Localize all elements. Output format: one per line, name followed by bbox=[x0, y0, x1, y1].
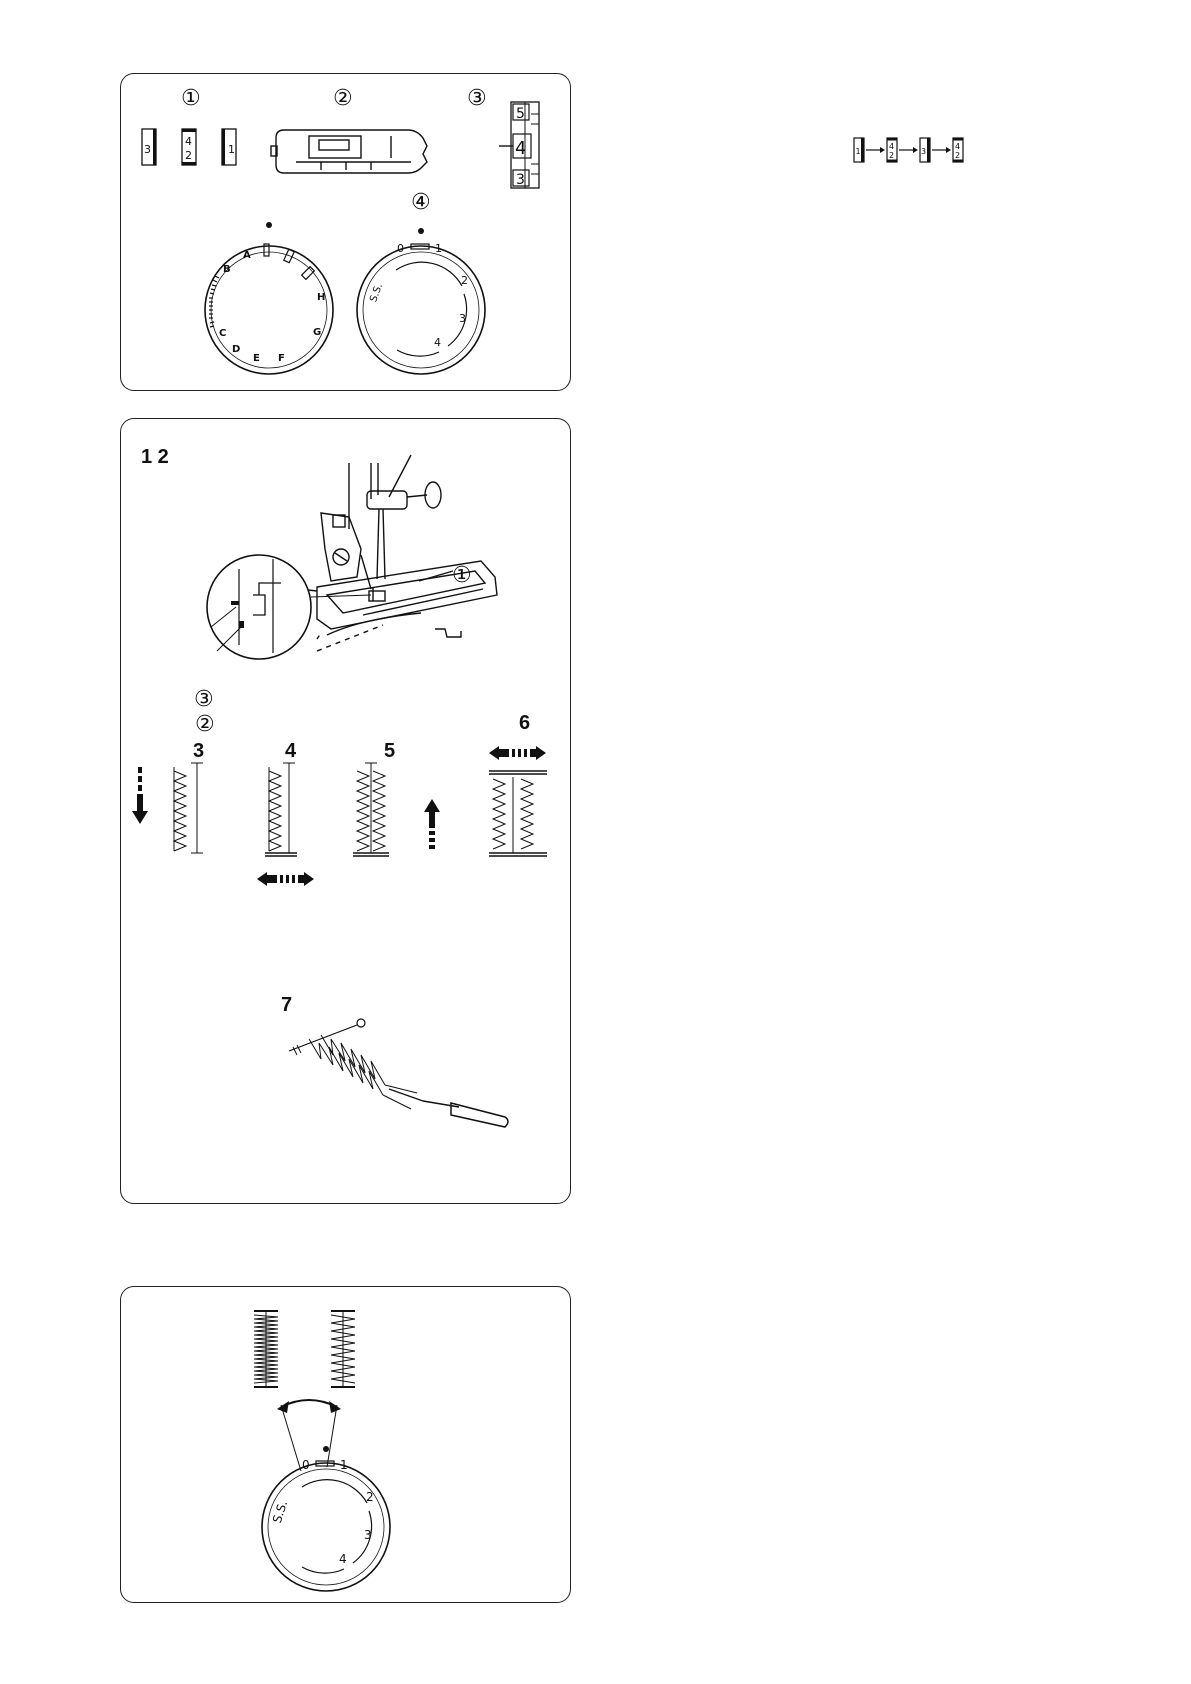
svg-text:1: 1 bbox=[340, 1458, 348, 1472]
svg-text:5: 5 bbox=[516, 106, 525, 122]
balance-illustration: 0 1 2 3 4 S.S. bbox=[253, 1310, 391, 1592]
svg-text:2: 2 bbox=[955, 151, 960, 160]
step-6-label: 6 bbox=[519, 712, 531, 734]
callout-marker: ③ bbox=[194, 687, 214, 712]
callout-guide: ② bbox=[195, 712, 215, 737]
svg-text:G: G bbox=[313, 327, 321, 338]
pattern-selector-dial: A B C D E F G H bbox=[204, 222, 334, 375]
buttonhole-foot-topview bbox=[270, 129, 428, 174]
sequence-step-4-2-final: 4 2 bbox=[952, 137, 964, 163]
stitch-length-dial: 0 1 2 3 4 S.S. bbox=[356, 228, 486, 375]
svg-text:0: 0 bbox=[397, 242, 404, 255]
svg-text:3: 3 bbox=[516, 172, 525, 188]
step-4-label: 4 bbox=[285, 740, 297, 762]
svg-text:1: 1 bbox=[228, 143, 235, 156]
svg-text:E: E bbox=[253, 353, 260, 364]
svg-text:A: A bbox=[243, 250, 251, 261]
callout-2: ② bbox=[333, 86, 353, 111]
svg-text:3: 3 bbox=[921, 147, 926, 156]
step-5-label: 5 bbox=[384, 740, 396, 762]
svg-text:3: 3 bbox=[459, 312, 466, 325]
svg-text:4: 4 bbox=[185, 135, 192, 148]
open-buttonhole-sample bbox=[330, 1310, 356, 1388]
step-4-diagram bbox=[257, 762, 314, 886]
svg-text:2: 2 bbox=[185, 149, 192, 162]
steps-illustration bbox=[132, 454, 547, 1128]
svg-text:3: 3 bbox=[144, 143, 151, 156]
settings-panel: ① ② ③ ④ 3 4 2 1 bbox=[120, 73, 571, 391]
buttonhole-step-1-symbol: 1 bbox=[221, 128, 237, 166]
balance-panel: 0 1 2 3 4 S.S. bbox=[120, 1286, 571, 1603]
svg-text:1: 1 bbox=[856, 147, 861, 156]
svg-text:S.S.: S.S. bbox=[368, 282, 385, 304]
zoom-detail bbox=[206, 554, 372, 660]
step-6-diagram bbox=[489, 746, 547, 857]
svg-text:1: 1 bbox=[435, 242, 442, 255]
svg-text:4: 4 bbox=[515, 138, 526, 159]
length-scale: 5 4 3 bbox=[499, 101, 540, 189]
svg-text:D: D bbox=[232, 344, 240, 355]
settings-illustration: 3 4 2 1 bbox=[141, 101, 540, 375]
buttonhole-sequence: 1 4 2 3 4 2 bbox=[853, 137, 964, 163]
svg-text:2: 2 bbox=[366, 1490, 374, 1504]
step-5-diagram bbox=[353, 762, 440, 857]
buttonhole-step-3-symbol: 3 bbox=[141, 128, 157, 166]
steps-title: 1 2 bbox=[141, 446, 169, 468]
balance-dial: 0 1 2 3 4 S.S. bbox=[261, 1446, 391, 1592]
callout-foot: ① bbox=[452, 563, 472, 588]
callout-4: ④ bbox=[411, 190, 431, 215]
callout-3: ③ bbox=[467, 86, 487, 111]
sequence-step-4-2: 4 2 bbox=[886, 137, 898, 163]
step-3-label: 3 bbox=[193, 740, 205, 762]
svg-text:2: 2 bbox=[889, 151, 894, 160]
svg-text:4: 4 bbox=[955, 142, 960, 151]
step-3-diagram bbox=[132, 762, 203, 854]
callout-1: ① bbox=[181, 86, 201, 111]
sequence-step-3: 3 bbox=[919, 137, 931, 163]
svg-text:0: 0 bbox=[302, 1458, 310, 1472]
svg-text:S.S.: S.S. bbox=[270, 1499, 290, 1525]
presser-foot-illustration bbox=[280, 454, 498, 652]
svg-text:B: B bbox=[223, 264, 231, 275]
buttonhole-step-4-2-symbol: 4 2 bbox=[181, 128, 197, 166]
svg-text:H: H bbox=[317, 292, 325, 303]
svg-text:3: 3 bbox=[364, 1528, 372, 1542]
svg-text:C: C bbox=[219, 328, 226, 339]
dense-buttonhole-sample bbox=[253, 1310, 279, 1388]
step-7-label: 7 bbox=[281, 994, 293, 1016]
buttonhole-steps-panel: 1 2 ① ③ ② 3 4 5 6 7 bbox=[120, 418, 571, 1204]
svg-text:4: 4 bbox=[889, 142, 894, 151]
svg-text:F: F bbox=[278, 353, 285, 364]
sequence-step-1: 1 bbox=[853, 137, 865, 163]
svg-text:4: 4 bbox=[434, 336, 441, 349]
svg-text:2: 2 bbox=[461, 274, 468, 287]
step-7-diagram bbox=[288, 1018, 509, 1128]
svg-text:4: 4 bbox=[339, 1552, 347, 1566]
